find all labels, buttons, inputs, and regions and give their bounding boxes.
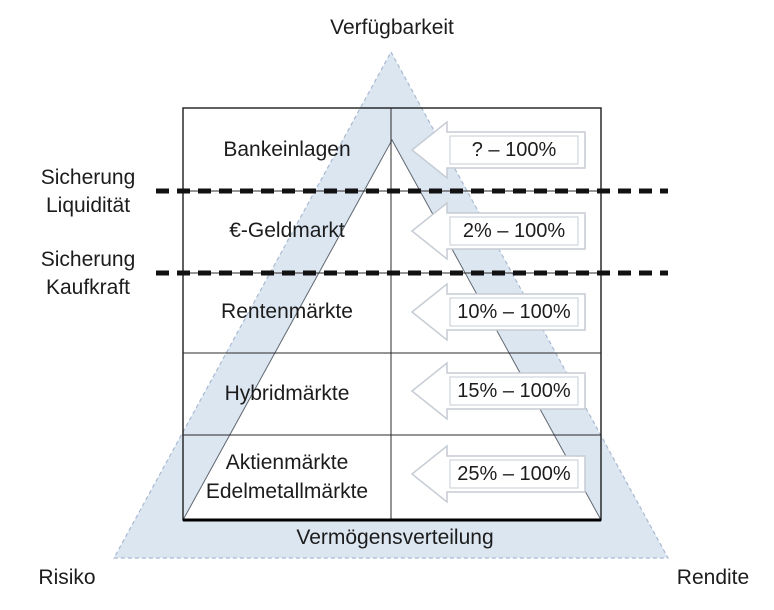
- row-label-aktienmaerkte: Aktienmärkte Edelmetallmärkte: [187, 448, 387, 506]
- range-value: 10% – 100%: [457, 301, 571, 323]
- row-label-line: Edelmetallmärkte: [205, 480, 369, 503]
- row-label-geldmarkt: €-Geldmarkt: [229, 219, 345, 242]
- marker-label-line: Sicherung: [40, 248, 136, 271]
- arrow-value-box: [449, 297, 579, 327]
- range-value: ? – 100%: [471, 139, 557, 161]
- arrow-value-box: [449, 376, 579, 406]
- marker-label-line: Sicherung: [40, 166, 136, 189]
- risk-axis-label: Risiko: [38, 566, 96, 589]
- range-value: 2% – 100%: [462, 220, 566, 242]
- liquidity-marker-label: Sicherung Liquidität: [8, 164, 168, 220]
- arrow-value-box: [449, 216, 579, 246]
- row-label-line: Aktienmärkte: [225, 451, 349, 474]
- return-axis-label: Rendite: [676, 566, 750, 589]
- range-value: 15% – 100%: [457, 380, 571, 402]
- marker-label-line: Liquidität: [45, 194, 131, 217]
- range-arrows: [410, 120, 586, 504]
- range-value: 25% – 100%: [457, 463, 571, 485]
- arrow-value-box: [449, 459, 579, 489]
- row-label-rentenmaerkte: Rentenmärkte: [221, 300, 353, 323]
- row-label-hybridmaerkte: Hybridmärkte: [224, 382, 350, 405]
- purchasing-power-marker-label: Sicherung Kaufkraft: [8, 246, 168, 302]
- availability-title: Verfügbarkeit: [330, 16, 454, 39]
- marker-label-line: Kaufkraft: [45, 276, 131, 299]
- table-caption: Vermögensverteilung: [296, 526, 494, 549]
- row-label-bankeinlagen: Bankeinlagen: [223, 138, 351, 161]
- arrow-value-box: [449, 135, 579, 165]
